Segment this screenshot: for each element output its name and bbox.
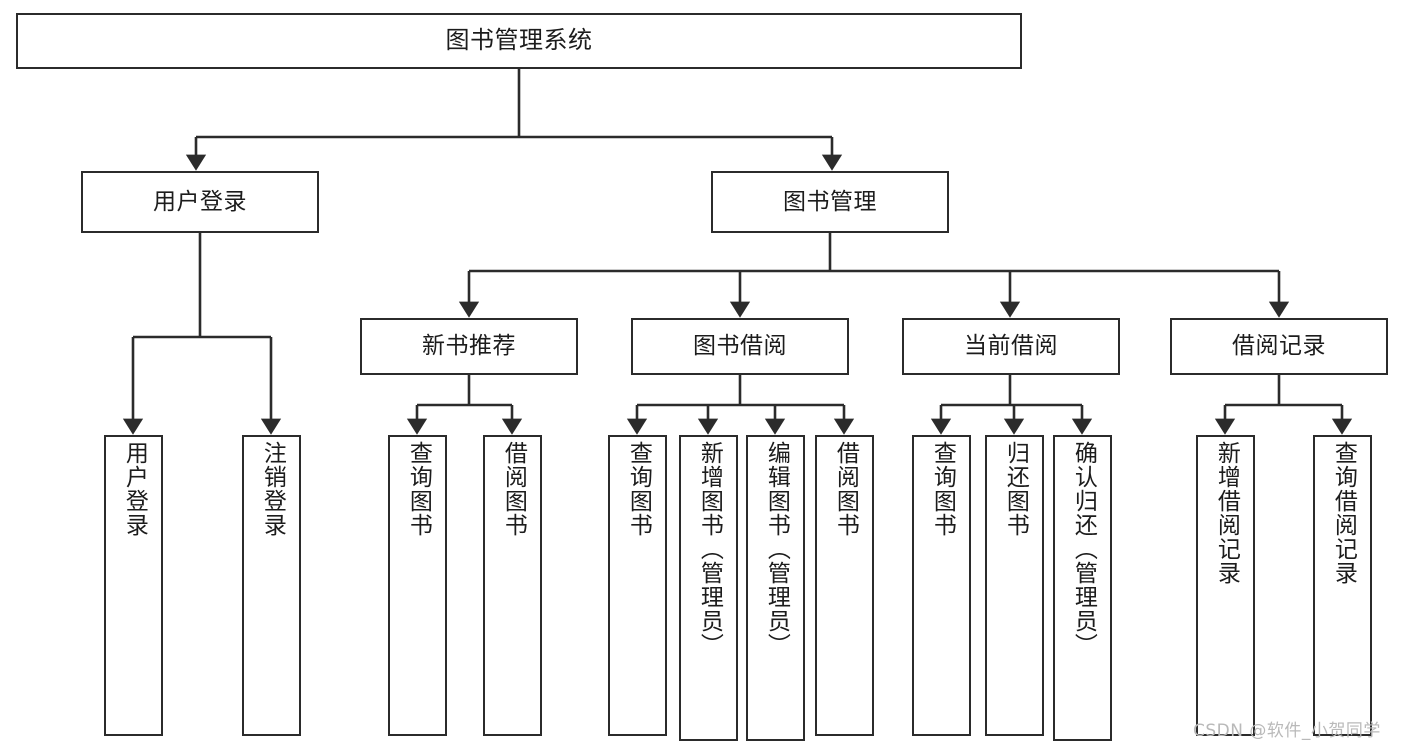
node-label: 图书借阅 — [693, 333, 787, 360]
node-leaf-return-book[interactable]: 归还图书 — [985, 435, 1044, 736]
node-label: 查询图书 — [405, 441, 432, 537]
node-book-borrow[interactable]: 图书借阅 — [631, 318, 849, 375]
node-leaf-query-borrow-record[interactable]: 查询借阅记录 — [1313, 435, 1372, 736]
node-borrow-record[interactable]: 借阅记录 — [1170, 318, 1388, 375]
node-label: 新增借阅记录 — [1213, 441, 1240, 585]
node-label: 新增图书（管理员） — [696, 441, 723, 657]
node-label: 确认归还（管理员） — [1070, 441, 1097, 657]
node-label: 借阅记录 — [1232, 333, 1326, 360]
node-label: 注销登录 — [259, 441, 286, 537]
node-label: 当前借阅 — [964, 333, 1058, 360]
node-label: 用户登录 — [121, 441, 148, 537]
node-leaf-borrow-book-1[interactable]: 借阅图书 — [483, 435, 542, 736]
node-label: 用户登录 — [153, 188, 247, 215]
node-leaf-confirm-return-admin[interactable]: 确认归还（管理员） — [1053, 435, 1112, 741]
node-leaf-query-book-3[interactable]: 查询图书 — [912, 435, 971, 736]
node-root-book-management-system[interactable]: 图书管理系统 — [16, 13, 1022, 69]
node-label: 编辑图书（管理员） — [763, 441, 790, 657]
node-leaf-edit-book-admin[interactable]: 编辑图书（管理员） — [746, 435, 805, 741]
node-label: 查询图书 — [625, 441, 652, 537]
node-leaf-add-book-admin[interactable]: 新增图书（管理员） — [679, 435, 738, 741]
node-label: 图书管理 — [783, 188, 877, 215]
csdn-watermark: CSDN @软件_小贺同学 — [1193, 721, 1381, 741]
node-user-login[interactable]: 用户登录 — [81, 171, 319, 233]
node-label: 借阅图书 — [500, 441, 527, 537]
node-book-management[interactable]: 图书管理 — [711, 171, 949, 233]
node-leaf-borrow-book-2[interactable]: 借阅图书 — [815, 435, 874, 736]
node-new-book-recommend[interactable]: 新书推荐 — [360, 318, 578, 375]
node-label: 新书推荐 — [422, 333, 516, 360]
node-label: 图书管理系统 — [445, 26, 593, 55]
node-label: 查询借阅记录 — [1330, 441, 1357, 585]
node-leaf-query-book-1[interactable]: 查询图书 — [388, 435, 447, 736]
node-leaf-user-login[interactable]: 用户登录 — [104, 435, 163, 736]
node-label: 查询图书 — [929, 441, 956, 537]
node-leaf-logout-login[interactable]: 注销登录 — [242, 435, 301, 736]
node-leaf-add-borrow-record[interactable]: 新增借阅记录 — [1196, 435, 1255, 736]
node-current-borrow[interactable]: 当前借阅 — [902, 318, 1120, 375]
node-label: 借阅图书 — [832, 441, 859, 537]
node-leaf-query-book-2[interactable]: 查询图书 — [608, 435, 667, 736]
node-label: 归还图书 — [1002, 441, 1029, 537]
